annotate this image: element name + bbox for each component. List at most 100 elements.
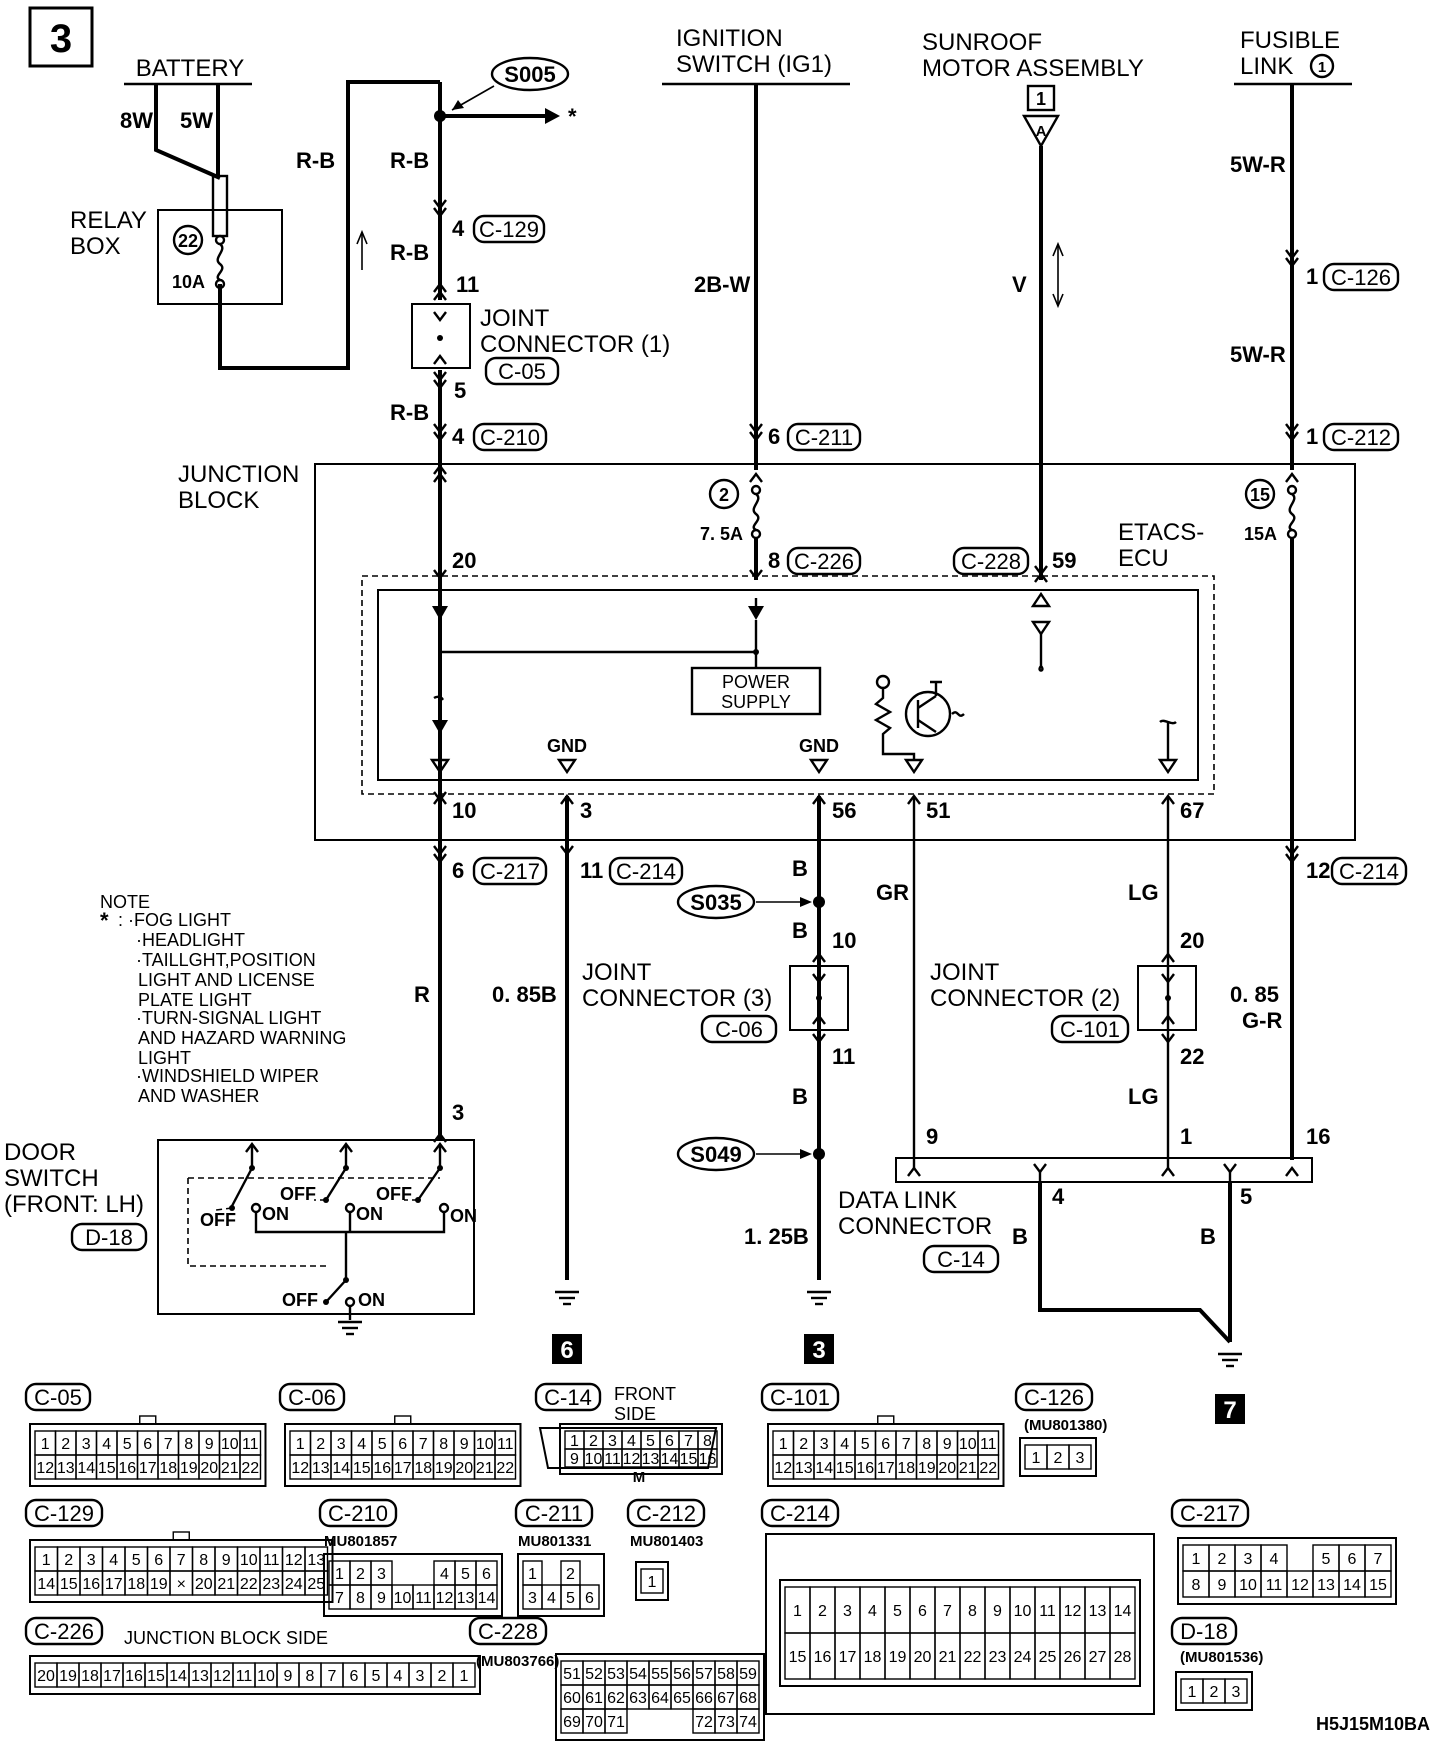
pin-cell: 9 xyxy=(460,1436,469,1453)
joint2-label: JOINT xyxy=(930,959,1000,986)
conn-c212-tag: C-212 xyxy=(1322,422,1400,452)
pin-cell: 9 xyxy=(570,1451,579,1468)
pin-cell: 21 xyxy=(217,1576,235,1593)
svg-text:ON: ON xyxy=(450,1206,477,1226)
sunroof-label: SUNROOF xyxy=(922,29,1042,56)
relay-fuse-rating: 10A xyxy=(172,272,205,292)
pin-cell: 14 xyxy=(1114,1603,1132,1620)
pin-cell: 5 xyxy=(566,1590,575,1607)
svg-text:6: 6 xyxy=(452,858,464,883)
pin-cell: 21 xyxy=(939,1649,957,1666)
pin-cell: 16 xyxy=(699,1451,717,1468)
svg-text:C-101: C-101 xyxy=(1060,1017,1120,1042)
pin-cell: 9 xyxy=(377,1590,386,1607)
pin-cell: 10 xyxy=(1239,1577,1257,1594)
wire-5wr-1: 5W-R xyxy=(1230,152,1286,177)
power-supply-box xyxy=(690,666,822,716)
svg-text:C-226: C-226 xyxy=(794,549,854,574)
c226-view-tag: C-226 xyxy=(24,1616,104,1646)
pin-cell: 69 xyxy=(563,1714,581,1731)
pin-cell: 9 xyxy=(222,1552,231,1569)
pin-cell: 12 xyxy=(1064,1603,1082,1620)
splice-s049: S049 xyxy=(676,1136,812,1172)
svg-text:C-14: C-14 xyxy=(937,1247,985,1272)
pin-cell: 3 xyxy=(377,1566,386,1583)
pin-cell: 13 xyxy=(1317,1577,1335,1594)
pin-cell: 56 xyxy=(673,1666,691,1683)
wire-b-dl1: B xyxy=(1012,1224,1028,1249)
pin-cell: 7 xyxy=(335,1590,344,1607)
svg-text:: ·FOG LIGHT: : ·FOG LIGHT xyxy=(118,910,231,930)
pin-cell: 1 xyxy=(460,1668,469,1685)
wire-5w: 5W xyxy=(180,108,213,133)
svg-text:A: A xyxy=(1036,123,1047,140)
pin-cell: 6 xyxy=(154,1552,163,1569)
svg-text:ON: ON xyxy=(262,1204,289,1224)
fuse-15-icon xyxy=(1286,484,1298,540)
pin-cell: 2 xyxy=(566,1566,575,1583)
svg-text:D-18: D-18 xyxy=(85,1225,133,1250)
pin-cell: 10 xyxy=(221,1436,239,1453)
pin-cell: 14 xyxy=(169,1668,187,1685)
note-star: * xyxy=(100,908,109,933)
pin-cell: 21 xyxy=(959,1460,977,1477)
wire-b-1: B xyxy=(792,856,808,881)
pin-cell: 15 xyxy=(353,1460,371,1477)
pin-cell: 67 xyxy=(717,1690,735,1707)
pin-cell: 1 xyxy=(648,1574,657,1591)
pin-cell: 15 xyxy=(147,1668,165,1685)
pin-cell: 71 xyxy=(607,1714,625,1731)
pin-cell: 14 xyxy=(77,1460,95,1477)
conn-c214-tag-a: C-214 xyxy=(608,856,684,886)
pin-cell: 65 xyxy=(673,1690,691,1707)
pin-cell: 9 xyxy=(205,1436,214,1453)
pin-cell: 5 xyxy=(132,1552,141,1569)
pin-cell: 15 xyxy=(836,1460,854,1477)
pin-cell: 12 xyxy=(213,1668,231,1685)
pin-cell: 12 xyxy=(774,1460,792,1477)
pin-cell: 19 xyxy=(889,1649,907,1666)
pin-cell: 54 xyxy=(629,1666,647,1683)
junction-block: JUNCTION BLOCK ETACS- ECU 20 POWER SUPPL… xyxy=(178,461,1356,841)
wire-gr-2: G-R xyxy=(1242,1008,1282,1033)
pin-cell: 20 xyxy=(455,1460,473,1477)
pin-cell: 3 xyxy=(528,1590,537,1607)
pin-cell: 25 xyxy=(1039,1649,1057,1666)
pin-cell: 24 xyxy=(285,1576,303,1593)
pin-cell: 64 xyxy=(651,1690,669,1707)
pin-cell: 7 xyxy=(943,1603,952,1620)
pin-cell: 11 xyxy=(1039,1603,1056,1620)
c212-part: MU801403 xyxy=(630,1533,703,1550)
pin-cell: 2 xyxy=(1054,1450,1063,1467)
arrow-note-star: * xyxy=(568,104,577,129)
pin-cell: 60 xyxy=(563,1690,581,1707)
pin-cell: 13 xyxy=(642,1451,660,1468)
svg-text:·TAILLGHT,POSITION: ·TAILLGHT,POSITION xyxy=(136,950,316,970)
fusible-label: FUSIBLE xyxy=(1240,27,1340,54)
pin-cell: 2 xyxy=(1210,1684,1219,1701)
pin-cell: 19 xyxy=(435,1460,453,1477)
pin-cell: 18 xyxy=(127,1576,145,1593)
pin-cell: 3 xyxy=(843,1603,852,1620)
pin-cell: 19 xyxy=(180,1460,198,1477)
pin-cell: 12 xyxy=(285,1552,303,1569)
svg-text:C-228: C-228 xyxy=(961,549,1021,574)
c06-view-label: C-06 xyxy=(288,1385,336,1410)
connector-view-c212: 1 xyxy=(635,1561,669,1601)
pin-cell: 4 xyxy=(440,1566,449,1583)
pin-cell: 2 xyxy=(799,1436,808,1453)
pin-cell: 23 xyxy=(262,1576,280,1593)
c101-view-tag: C-101 xyxy=(760,1382,840,1412)
pin-cell: 14 xyxy=(815,1460,833,1477)
pin-cell: 6 xyxy=(482,1566,491,1583)
pin-cell: 12 xyxy=(623,1451,641,1468)
svg-text:OFF: OFF xyxy=(280,1184,316,1204)
pin-cell: 18 xyxy=(81,1668,99,1685)
pin-cell: 14 xyxy=(332,1460,350,1477)
wire-rb-3: R-B xyxy=(390,240,429,265)
